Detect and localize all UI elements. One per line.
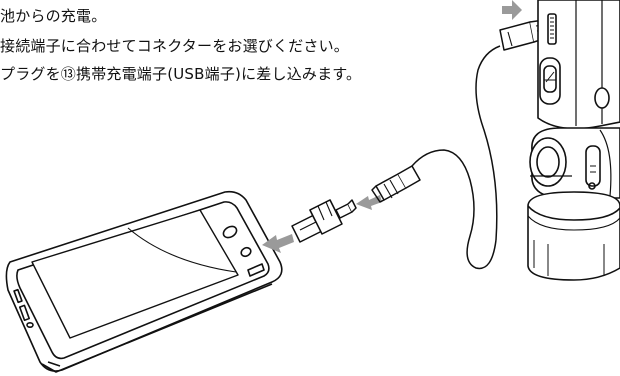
smartphone xyxy=(5,190,283,373)
micro-usb-adapter xyxy=(291,199,357,243)
phone-screen xyxy=(31,209,239,339)
dc-plug-cable xyxy=(371,149,497,270)
device-mount xyxy=(527,0,620,281)
arrow-to-device xyxy=(502,0,522,20)
arrow-to-phone xyxy=(262,234,294,253)
instruction-line-3: プラグを⑬携帯充電端子(USB端子)に差し込みます。 xyxy=(0,65,362,83)
instruction-line-2: 接続端子に合わせてコネクターをお選びください。 xyxy=(0,37,350,55)
arrow-to-adapter xyxy=(356,195,382,210)
instruction-line-1: 池からの充電。 xyxy=(0,7,107,25)
